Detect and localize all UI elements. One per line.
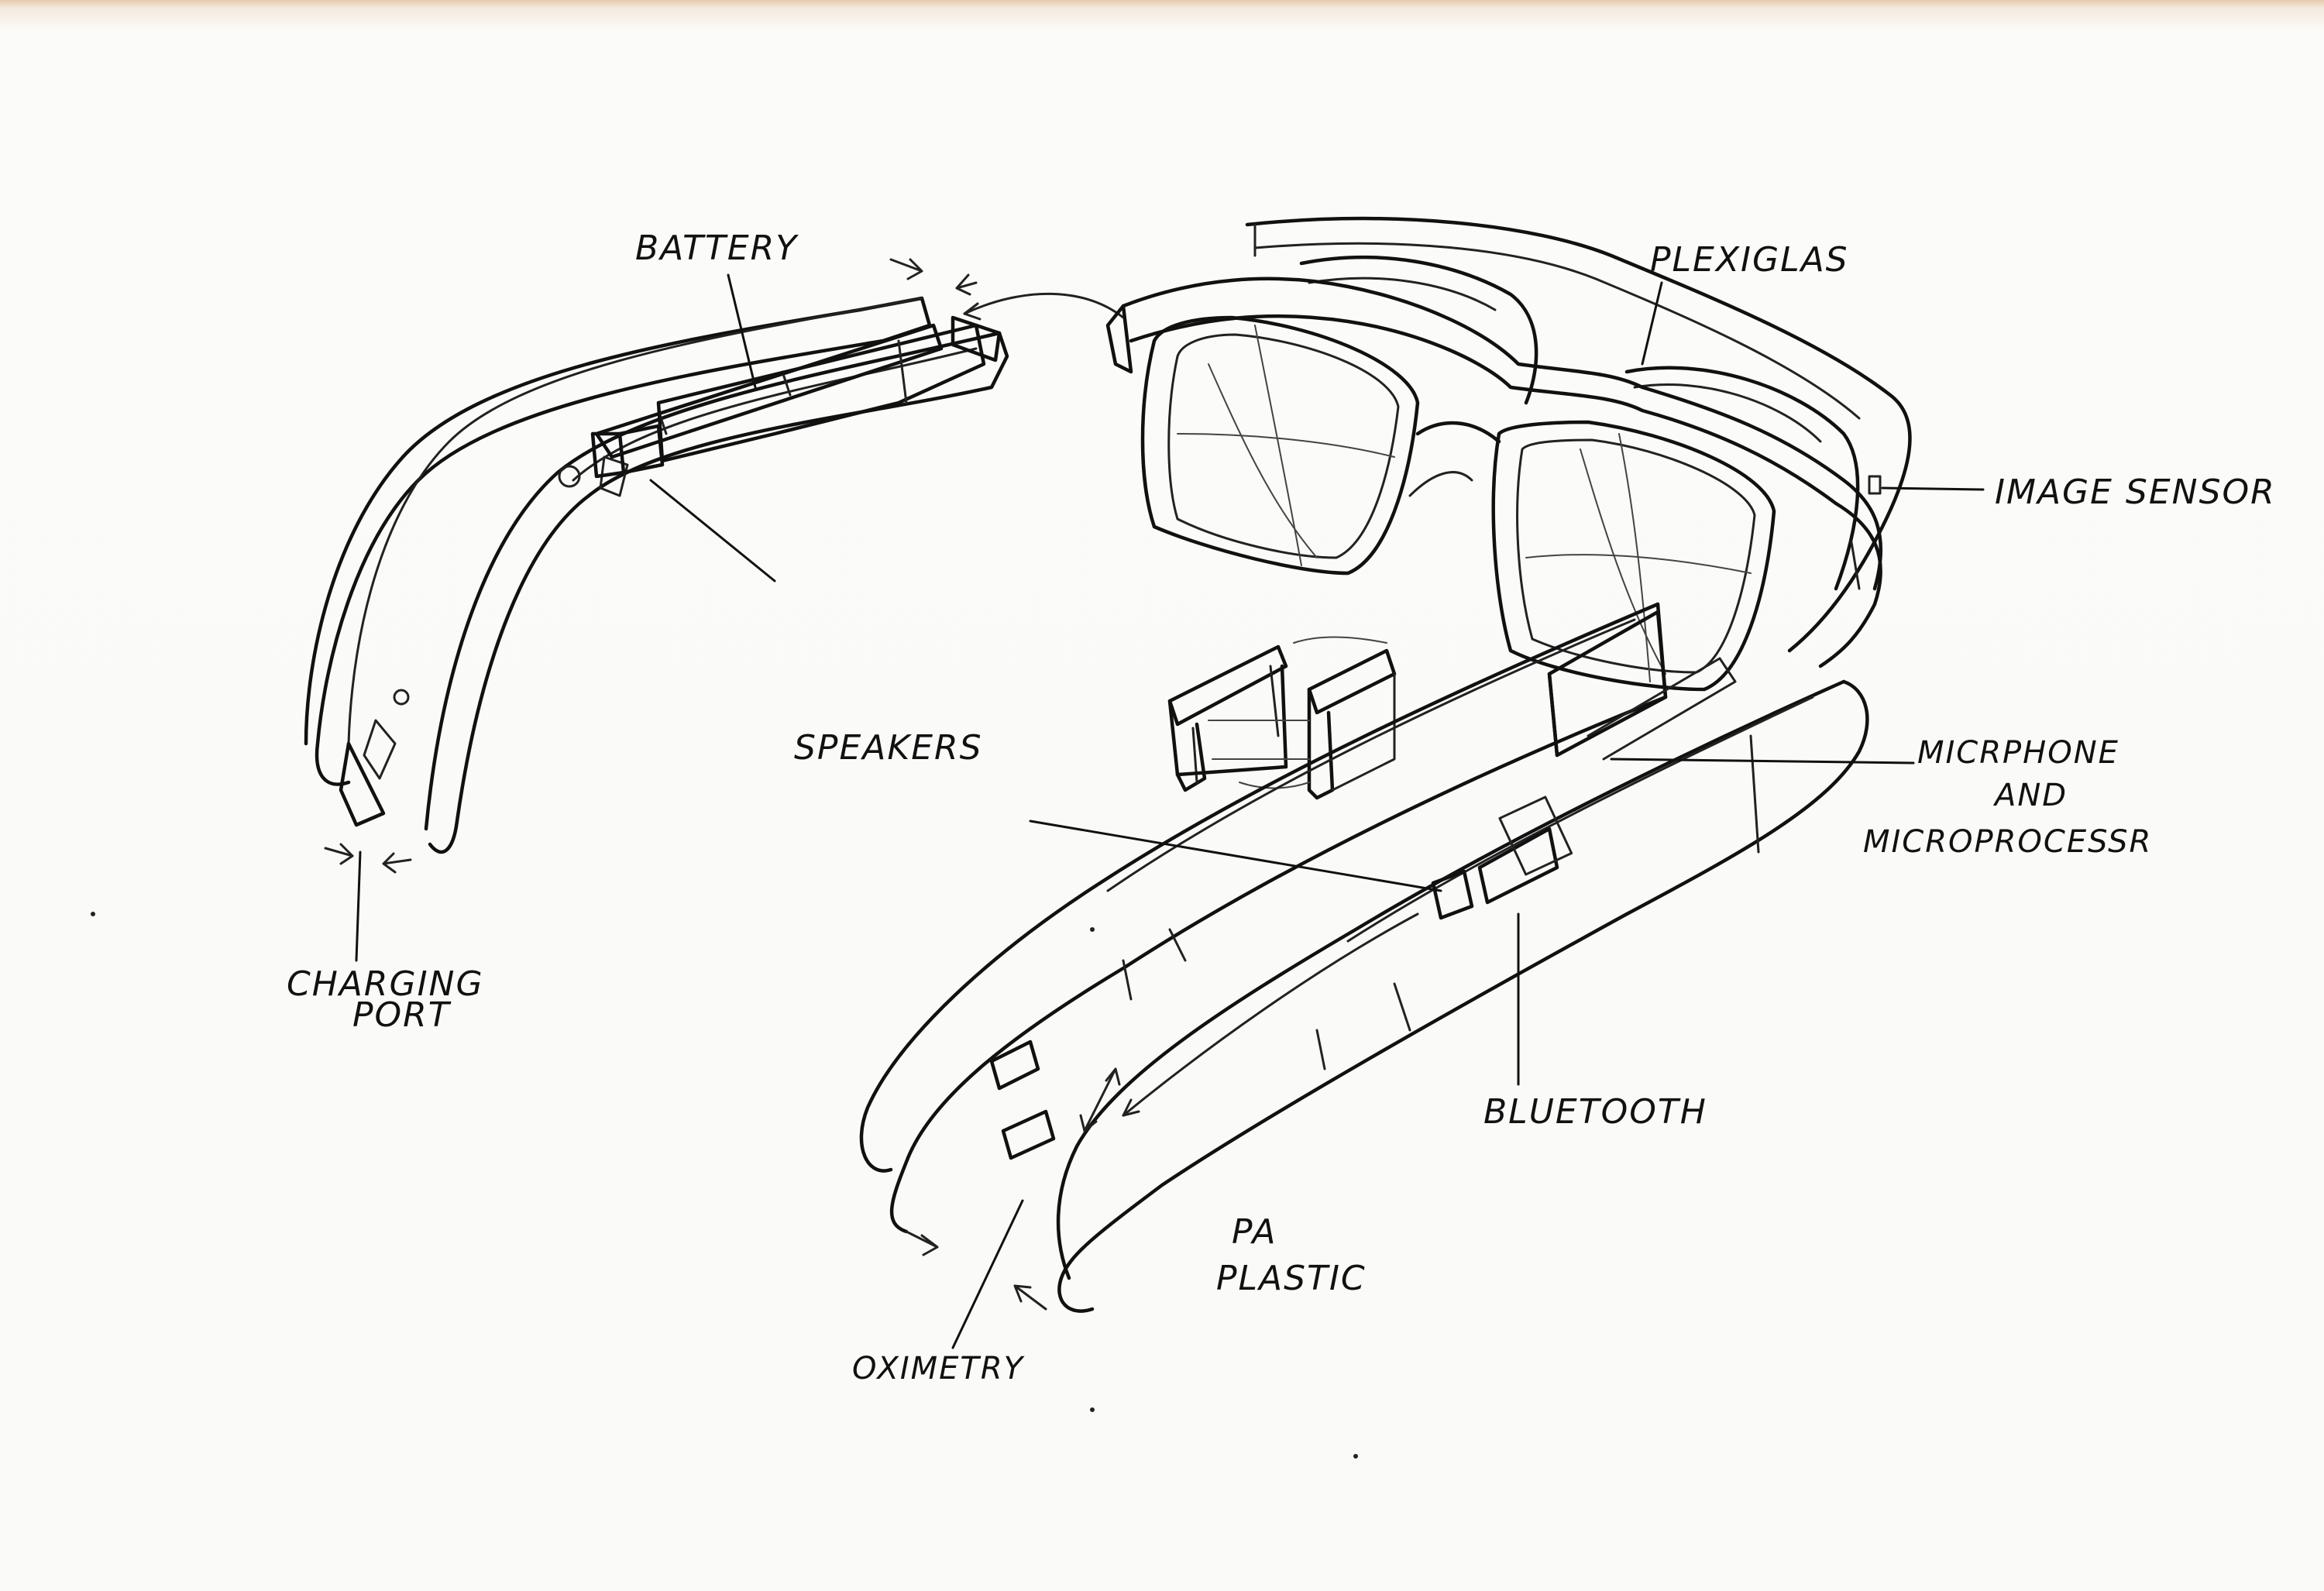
label-bluetooth: BLUETOOTH [1483, 1092, 1707, 1132]
label-microphone-2: AND [1992, 778, 2068, 813]
label-microphone-1: MICRPHONE [1917, 735, 2119, 771]
label-oximetry: OXIMETRY [852, 1351, 1026, 1387]
label-pa: PA [1232, 1212, 1277, 1252]
label-charging-1: CHARGING [287, 964, 484, 1004]
left-speaker-box [590, 424, 665, 479]
label-plexiglas: PLEXIGLAS [1650, 240, 1849, 280]
right-temple-arm [859, 602, 1869, 1313]
battery-arrows [889, 258, 1125, 321]
label-microphone-3: MICROPROCESSR [1863, 824, 2152, 860]
label-charging-2: PORT [352, 995, 452, 1035]
leader-lines [355, 273, 1985, 1349]
label-battery: BATTERY [635, 229, 799, 268]
stray-dot [91, 912, 95, 916]
rear-frame-layer [1245, 216, 1912, 653]
front-frame [1105, 277, 1882, 692]
left-temple-arm [304, 296, 1009, 854]
stray-dot [1090, 927, 1095, 932]
stray-dot [1353, 1454, 1358, 1459]
label-image-sensor: IMAGE SENSOR [1995, 472, 2276, 512]
speaker-modules [1167, 636, 1397, 800]
stray-dot [1090, 1407, 1095, 1412]
middle-frame-layer [1299, 255, 1860, 591]
label-plastic: PLASTIC [1216, 1259, 1367, 1298]
label-speakers: SPEAKERS [794, 728, 983, 768]
charging-port-arrows [324, 843, 412, 874]
diagram-labels: BATTERY PLEXIGLAS IMAGE SENSOR SPEAKERS … [287, 229, 2276, 1387]
